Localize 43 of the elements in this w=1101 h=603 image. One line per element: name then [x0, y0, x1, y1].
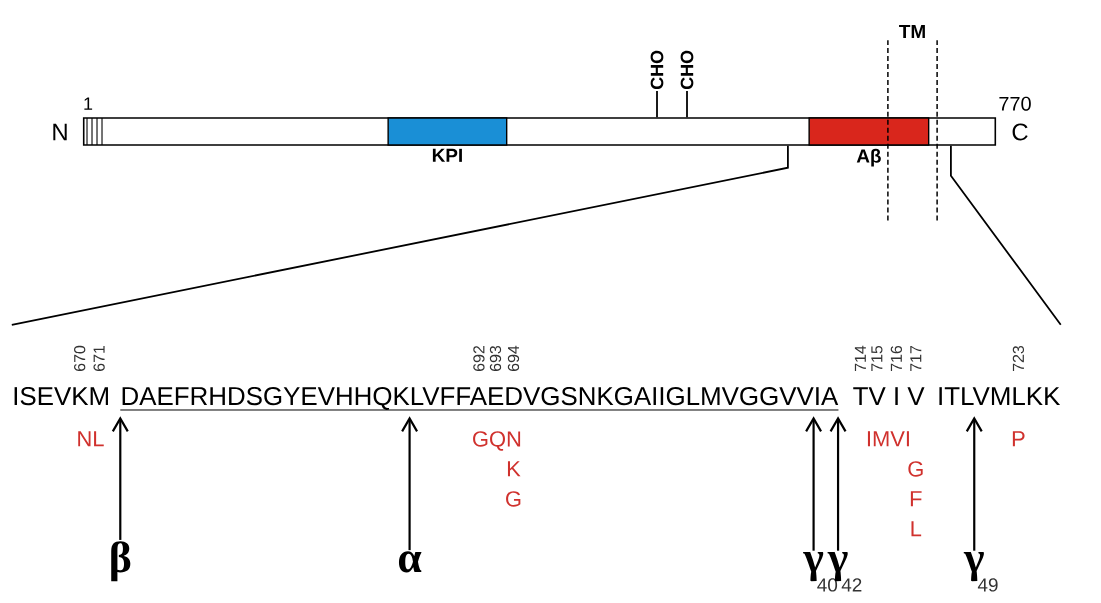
residue-number: 692	[473, 346, 485, 371]
residue-number: 671	[93, 346, 105, 371]
sequence-text: ITLVMLKK	[939, 387, 1061, 405]
residue-number: 714	[854, 345, 866, 371]
mutation-label: L	[911, 521, 922, 537]
zoom-line	[10, 144, 789, 326]
mutation-label: GQN	[473, 431, 521, 451]
mutation-label: IMVI	[867, 431, 909, 447]
node-label: Aβ	[856, 148, 881, 167]
cleavage-arrow	[829, 416, 847, 551]
mutation-label: NL	[78, 431, 104, 447]
cleavage-arrow	[805, 416, 822, 551]
node-label: KPI	[432, 148, 462, 162]
domain-box: KPI	[387, 117, 508, 162]
sequence-text: TV I V	[853, 387, 925, 405]
cleavage-arrow	[111, 416, 129, 540]
glycosylation-label: CHO	[650, 50, 664, 90]
residue-number: 693	[489, 345, 502, 371]
sequence-text: ISEVKM	[14, 386, 108, 406]
sequence-text: DAEFRHDSGYEVHHQKLVFFAEDVGSNKGAIIGLMVGGVVIA	[122, 386, 839, 410]
residue-number: 694	[507, 345, 520, 371]
residue-number: 716	[890, 345, 902, 371]
residue-number: 715	[871, 345, 883, 371]
cleavage-arrow	[401, 416, 418, 551]
mutation-label: G	[506, 491, 521, 507]
mutation-label: K	[507, 461, 521, 477]
zoom-line	[950, 144, 1062, 326]
residue-number: 717	[910, 346, 922, 371]
secretase-symbol: α	[398, 551, 422, 573]
secretase-symbol: β	[111, 541, 131, 582]
residue-number: 770	[999, 96, 1031, 111]
mutation-label: F	[910, 491, 922, 507]
mutation-label: G	[908, 461, 923, 477]
attachment-line	[686, 90, 688, 119]
cleavage-arrow	[965, 416, 983, 551]
residue-number: 670	[74, 345, 86, 371]
residue-number: 1	[84, 97, 93, 110]
attachment-line	[656, 90, 658, 119]
glycosylation-label: CHO	[680, 50, 694, 90]
mutation-label: P	[1012, 431, 1025, 447]
terminus-label: C	[1012, 123, 1028, 141]
residue-number: 723	[1012, 345, 1025, 371]
terminus-label: N	[53, 123, 67, 141]
